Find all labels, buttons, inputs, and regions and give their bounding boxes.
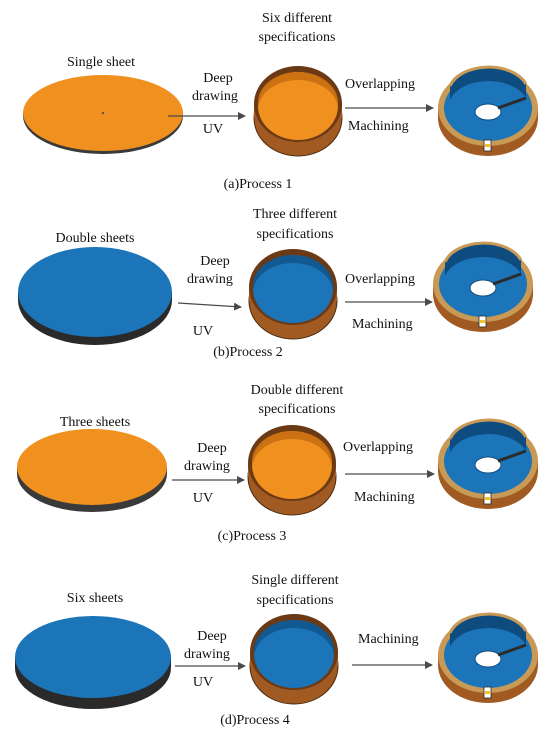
step2-bottom-label: Machining <box>348 119 409 134</box>
sheet-center-mark <box>101 111 105 115</box>
part-label-line1: Three different <box>252 207 338 222</box>
process-row-b-graphics <box>18 241 533 345</box>
part-center-hole <box>474 456 502 474</box>
process-row-c-graphics <box>17 418 538 516</box>
part-inner-wall <box>445 243 521 276</box>
step1-label-line1: Deep <box>203 71 233 86</box>
step1-label-line1: Deep <box>197 441 227 456</box>
part-slot-mark <box>485 691 490 694</box>
process-row-d-graphics <box>15 612 538 709</box>
step2-bottom-label: Machining <box>352 317 413 332</box>
step2-bottom-label: Machining <box>354 490 415 505</box>
cup-inner <box>254 620 334 688</box>
sheet-top <box>15 616 171 698</box>
cup-inner-wall <box>258 72 338 110</box>
part-inner-wall <box>450 420 526 453</box>
part-spoke <box>497 96 527 110</box>
part-label-line1: Six different <box>261 11 333 26</box>
sheet-top <box>17 429 167 505</box>
process-caption: (b)Process 2 <box>213 345 283 360</box>
cup-inner <box>252 431 332 499</box>
part-label-line2: specifications <box>258 402 336 417</box>
part-wall-lip <box>448 65 528 87</box>
part-slot-mark <box>485 144 490 147</box>
step1-label-line2: drawing <box>184 459 230 474</box>
part-spoke <box>492 272 522 286</box>
step2-top-label: Overlapping <box>343 440 413 455</box>
step1-label-line2: drawing <box>184 647 230 662</box>
cup-inner-wall <box>253 255 333 293</box>
stock-label: Three sheets <box>59 415 131 430</box>
part-slot-mark <box>485 497 490 500</box>
part-wall-lip <box>448 418 528 440</box>
part-inner-wall <box>450 67 526 100</box>
step2-bottom-label: Machining <box>358 632 419 647</box>
cup-inner-wall <box>252 431 332 469</box>
step1-sub-label: UV <box>192 491 214 506</box>
step1-sub-label: UV <box>202 122 224 137</box>
sheet-top <box>18 247 172 337</box>
part-slot-mark <box>480 320 485 323</box>
stock-label: Six sheets <box>66 591 124 606</box>
stock-label: Double sheets <box>55 231 135 246</box>
part-center-hole <box>469 279 497 297</box>
part-center-hole <box>474 650 502 668</box>
process-caption: (c)Process 3 <box>217 529 287 544</box>
step1-label-line1: Deep <box>200 254 230 269</box>
part-label-line2: specifications <box>258 30 336 45</box>
step1-sub-label: UV <box>192 675 214 690</box>
part-label-line1: Double different <box>250 383 344 398</box>
part-inner-wall <box>450 614 526 647</box>
step2-top-label: Overlapping <box>345 77 415 92</box>
cup-inner <box>258 72 338 140</box>
step1-sub-label: UV <box>192 324 214 339</box>
process-row-a-graphics <box>23 65 538 157</box>
deep-drawing-arrow <box>177 302 242 311</box>
cup-inner-wall <box>254 620 334 658</box>
step1-label-line2: drawing <box>187 272 233 287</box>
part-spoke <box>497 643 527 657</box>
step2-top-label: Overlapping <box>345 272 415 287</box>
part-spoke <box>497 449 527 463</box>
part-label-line2: specifications <box>256 593 334 608</box>
part-wall-lip <box>443 241 523 263</box>
part-label-line2: specifications <box>256 227 334 242</box>
step1-label-line1: Deep <box>197 629 227 644</box>
process-caption: (a)Process 1 <box>223 177 293 192</box>
step1-label-line2: drawing <box>192 89 238 104</box>
part-center-hole <box>474 103 502 121</box>
stock-label: Single sheet <box>66 55 136 70</box>
process-caption: (d)Process 4 <box>220 713 290 728</box>
part-wall-lip <box>448 612 528 634</box>
part-label-line1: Single different <box>251 573 339 588</box>
cup-inner <box>253 255 333 323</box>
